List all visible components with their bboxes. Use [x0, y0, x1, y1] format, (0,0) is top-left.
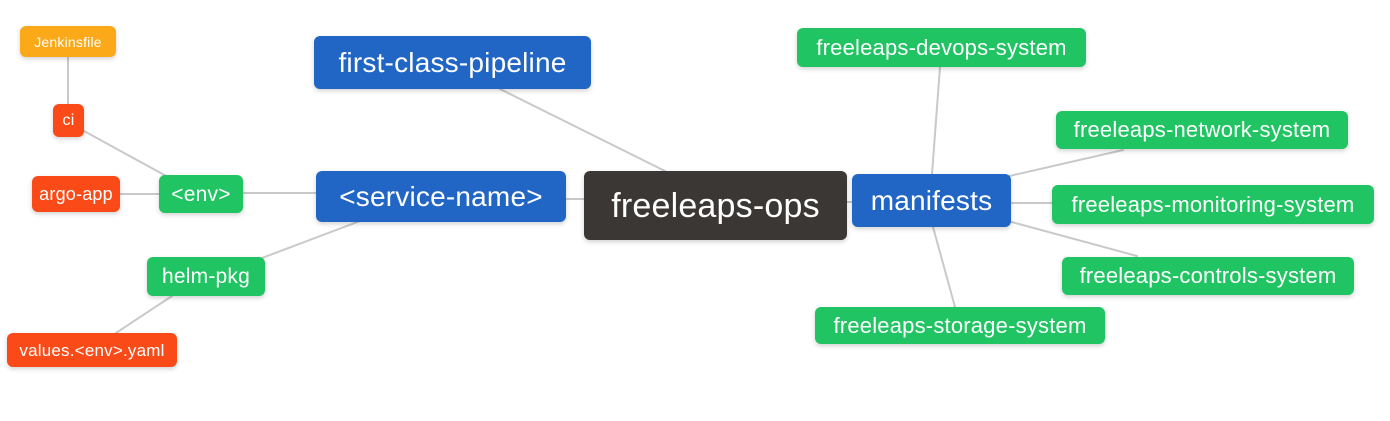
- node-argo-app[interactable]: argo-app: [32, 176, 120, 212]
- node-freeleaps-ops[interactable]: freeleaps-ops: [584, 171, 847, 240]
- edge-ci-to-env: [83, 130, 169, 178]
- edge-first-class-pipeline-to-freeleaps-ops: [499, 88, 666, 172]
- node-network-system[interactable]: freeleaps-network-system: [1056, 111, 1348, 149]
- edge-manifests-to-devops-system: [931, 66, 941, 175]
- edge-service-name-to-helm-pkg: [261, 220, 361, 259]
- edge-helm-pkg-to-values-env-yaml: [115, 295, 173, 334]
- node-storage-system[interactable]: freeleaps-storage-system: [815, 307, 1105, 344]
- node-env[interactable]: <env>: [159, 175, 243, 213]
- node-service-name[interactable]: <service-name>: [316, 171, 566, 222]
- node-first-class-pipeline[interactable]: first-class-pipeline: [314, 36, 591, 89]
- node-monitoring-system[interactable]: freeleaps-monitoring-system: [1052, 185, 1374, 224]
- node-ci[interactable]: ci: [53, 104, 84, 137]
- node-helm-pkg[interactable]: helm-pkg: [147, 257, 265, 296]
- edge-manifests-to-controls-system: [1007, 220, 1138, 257]
- node-manifests[interactable]: manifests: [852, 174, 1011, 227]
- node-values-env-yaml[interactable]: values.<env>.yaml: [7, 333, 177, 367]
- edge-manifests-to-network-system: [1004, 149, 1124, 178]
- edge-manifests-to-storage-system: [932, 226, 956, 308]
- node-jenkinsfile[interactable]: Jenkinsfile: [20, 26, 116, 57]
- node-devops-system[interactable]: freeleaps-devops-system: [797, 28, 1086, 67]
- node-controls-system[interactable]: freeleaps-controls-system: [1062, 257, 1354, 295]
